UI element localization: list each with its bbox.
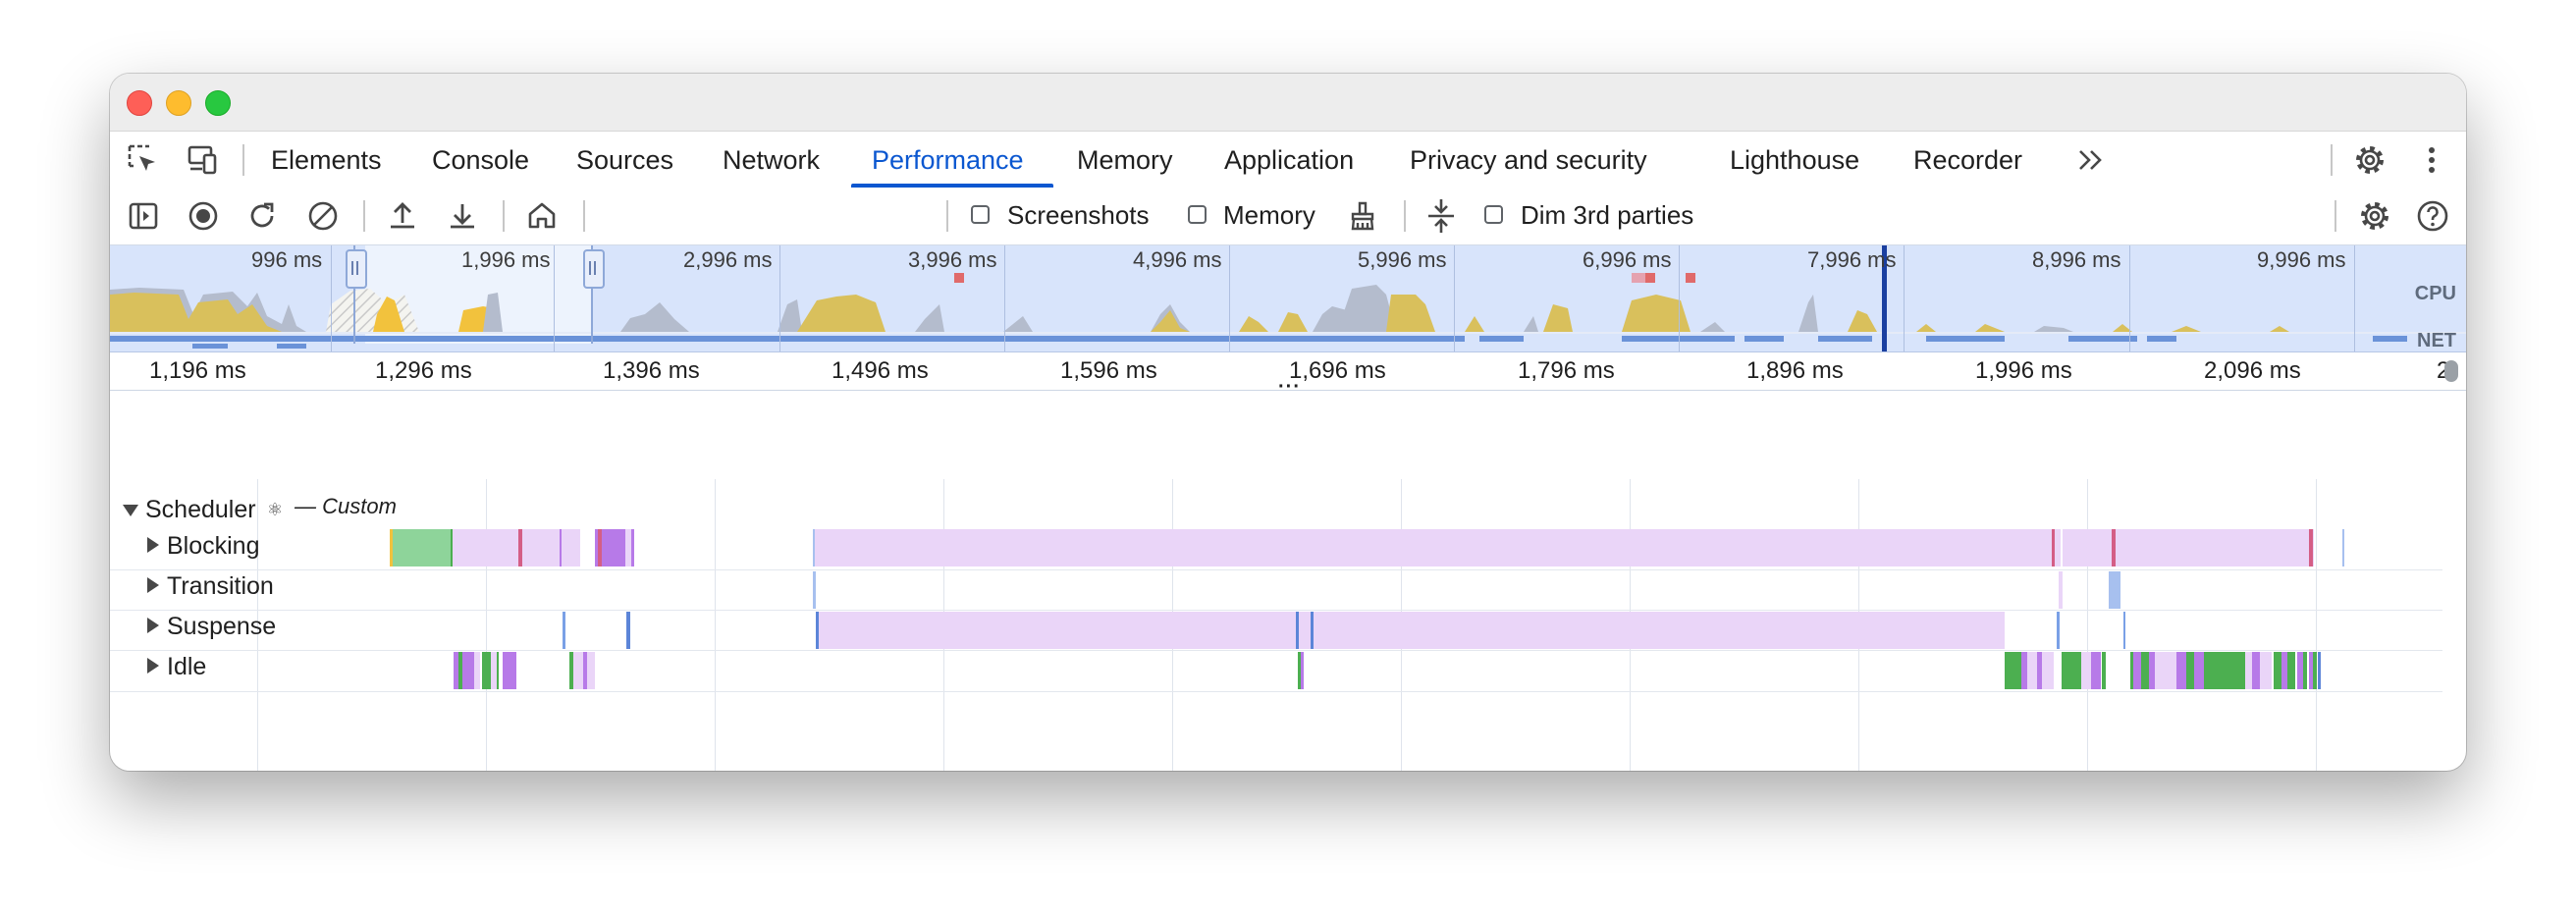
more-tabs-chevron-icon[interactable] [2073,142,2109,178]
ruler-tick: 1,496 ms [832,357,929,384]
ruler-tick: 2,096 ms [2204,357,2301,384]
performance-toolbar: Screenshots Memory Dim 3rd parties [110,188,2466,245]
tab-lighthouse[interactable]: Lighthouse [1730,145,1860,175]
resize-handle-dots-icon[interactable]: ··· [1278,376,1301,398]
overview-tick: 2,996 ms [683,247,773,272]
maximize-window-button[interactable] [205,90,231,116]
overview-tick: 6,996 ms [1583,247,1672,272]
screenshots-checkbox[interactable] [971,205,990,224]
track-label-idle[interactable]: Idle [167,653,207,680]
overview-tick: 9,996 ms [2257,247,2346,272]
ruler-tick: 1,696 ms [1289,357,1386,384]
dim-3rd-parties-checkbox[interactable] [1484,205,1503,224]
minimize-window-button[interactable] [166,90,191,116]
divider [503,200,505,232]
overview-tick: 7,996 ms [1807,247,1897,272]
dim-3rd-parties-label: Dim 3rd parties [1521,200,1694,230]
overview-tick: 3,996 ms [908,247,997,272]
vertical-scrollbar[interactable] [2444,360,2458,382]
net-label: NET [2417,330,2456,351]
scheduler-group-title[interactable]: Scheduler [145,496,256,523]
custom-track-label: — Custom [295,494,397,518]
expand-triangle-icon[interactable] [147,618,159,633]
ruler-tick: 1,296 ms [375,357,472,384]
tracks-area: Scheduler ⚛ — Custom Blocking Transition [110,391,2466,771]
ruler-tick: 1,596 ms [1060,357,1157,384]
divider [2331,144,2333,176]
devtools-tab-bar: Elements Console Sources Network Perform… [110,132,2466,189]
divider [583,200,585,232]
tab-privacy-and-security[interactable]: Privacy and security [1410,145,1647,175]
network-track [110,336,1465,342]
tab-elements[interactable]: Elements [271,145,382,175]
toggle-sidebar-icon[interactable] [126,198,161,234]
divider [363,200,365,232]
memory-checkbox[interactable] [1188,205,1207,224]
tab-sources[interactable]: Sources [576,145,674,175]
time-ruler: 1,196 ms 1,296 ms 1,396 ms 1,496 ms 1,59… [110,352,2466,398]
cpu-activity-chart [110,245,2466,351]
track-label-transition[interactable]: Transition [167,572,274,600]
devtools-window: Elements Console Sources Network Perform… [110,74,2466,771]
upload-profile-icon[interactable] [385,198,420,234]
collapse-tracks-icon[interactable] [1423,198,1459,234]
ruler-tick: 1,396 ms [603,357,700,384]
track-label-blocking[interactable]: Blocking [167,532,260,560]
memory-label: Memory [1223,200,1315,230]
help-icon[interactable] [2415,198,2450,234]
collapse-triangle-icon[interactable] [123,505,138,516]
tab-console[interactable]: Console [432,145,530,175]
active-tab-indicator [851,184,1053,188]
more-options-kebab-icon[interactable] [2414,142,2449,178]
ruler-tick: 1,896 ms [1746,357,1844,384]
device-toolbar-icon[interactable] [185,142,220,178]
expand-triangle-icon[interactable] [147,658,159,674]
divider [1404,200,1406,232]
download-profile-icon[interactable] [445,198,480,234]
timeline-overview[interactable]: 996 ms 1,996 ms 2,996 ms 3,996 ms 4,996 … [110,245,2466,352]
screenshots-label: Screenshots [1007,200,1150,230]
divider [2334,200,2336,232]
right-range-handle[interactable] [583,249,605,289]
playhead-marker [1882,245,1887,351]
tab-network[interactable]: Network [723,145,821,175]
record-button-icon[interactable] [186,198,221,234]
expand-triangle-icon[interactable] [147,577,159,593]
track-label-suspense[interactable]: Suspense [167,613,277,640]
divider [242,144,244,176]
overview-tick: 996 ms [251,247,323,272]
tab-performance[interactable]: Performance [872,145,1024,175]
tab-memory[interactable]: Memory [1077,145,1173,175]
garbage-collect-broom-icon[interactable] [1345,198,1380,234]
clear-icon[interactable] [305,198,341,234]
ruler-tick: 1,996 ms [1975,357,2072,384]
ruler-tick: 1,196 ms [149,357,246,384]
tab-recorder[interactable]: Recorder [1913,145,2023,175]
title-bar [110,74,2466,132]
settings-gear-icon[interactable] [2352,142,2388,178]
cpu-label: CPU [2414,283,2456,304]
capture-settings-gear-icon[interactable] [2357,198,2392,234]
react-atom-icon: ⚛ [267,500,284,519]
overview-tick: 5,996 ms [1358,247,1447,272]
ruler-tick: 1,796 ms [1518,357,1615,384]
tab-application[interactable]: Application [1224,145,1355,175]
divider [946,200,948,232]
overview-tick: 4,996 ms [1133,247,1222,272]
close-window-button[interactable] [127,90,152,116]
inspect-element-icon[interactable] [126,142,161,178]
overview-tick: 8,996 ms [2032,247,2121,272]
expand-triangle-icon[interactable] [147,537,159,553]
reload-and-record-icon[interactable] [244,198,280,234]
home-icon[interactable] [524,198,560,234]
overview-tick: 1,996 ms [461,247,551,272]
left-range-handle[interactable] [346,249,367,289]
